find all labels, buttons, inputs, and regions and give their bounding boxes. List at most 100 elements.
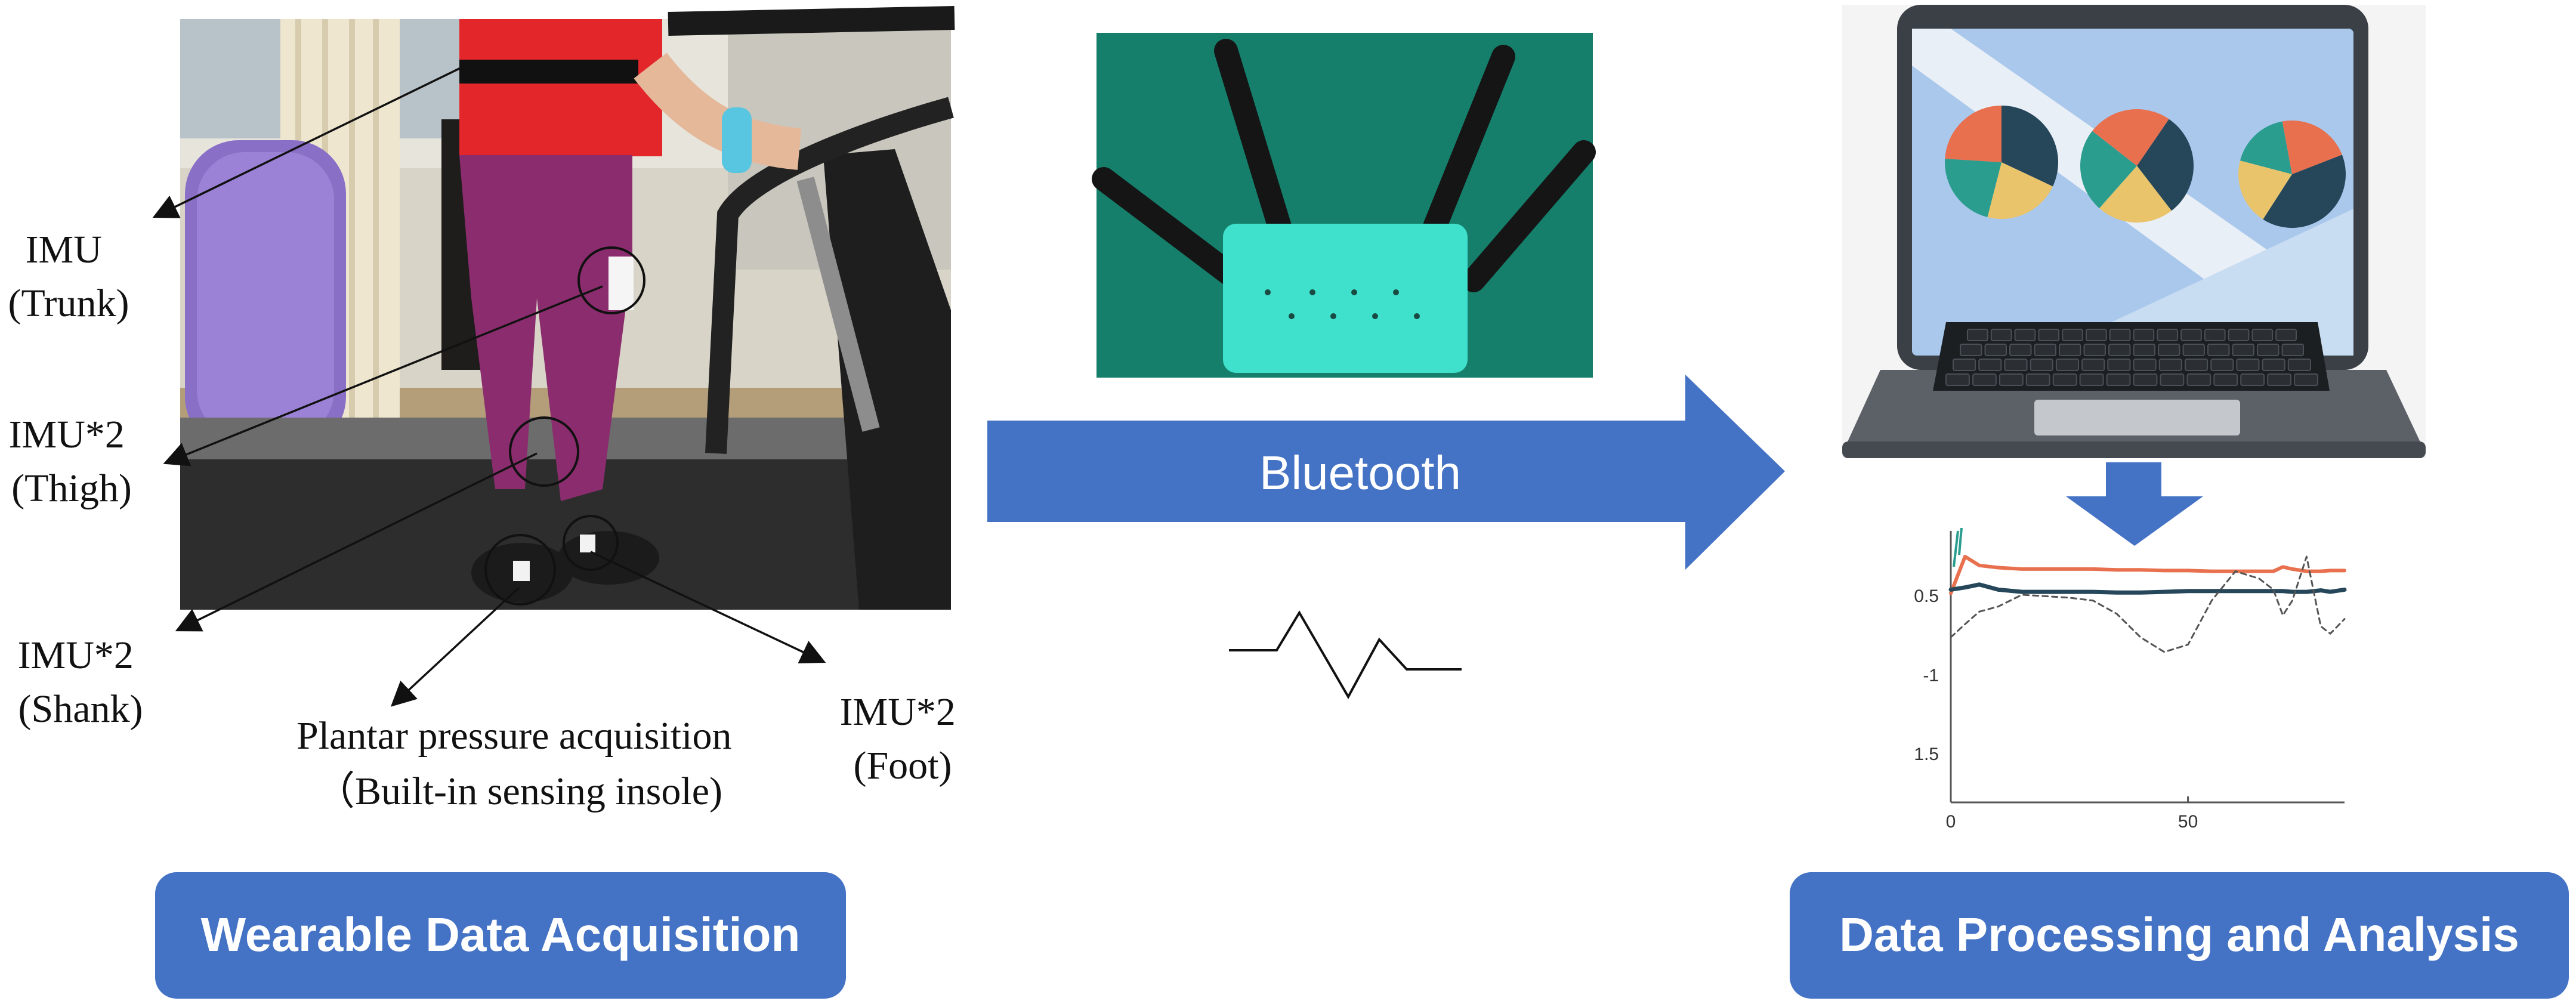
label-imu-thigh: IMU*2 (Thigh)	[9, 413, 135, 510]
pie-slice	[2263, 155, 2346, 228]
keyboard-key	[2062, 329, 2083, 341]
pie-slice	[1945, 106, 2002, 162]
pie-slice	[2238, 160, 2292, 220]
keyboard-key	[2133, 329, 2155, 341]
treadmill-photo	[180, 6, 955, 610]
keyboard-key	[2158, 344, 2180, 356]
keyboard-key	[2108, 344, 2131, 356]
keyboard-key	[1972, 373, 1997, 386]
pie-slice	[1945, 159, 2002, 218]
keyboard-key	[2210, 359, 2234, 371]
keyboard-key	[2184, 359, 2209, 371]
keyboard-key	[2158, 359, 2182, 371]
keyboard-key	[2025, 373, 2050, 386]
keyboard-key	[2213, 373, 2238, 386]
label-plantar-pressure: Plantar pressure acquisition （Built-in s…	[296, 714, 742, 813]
pie-slice	[1987, 162, 2053, 220]
keyboard-key	[1945, 373, 1970, 386]
section-title-right: Data Processing and Analysis	[1839, 908, 2519, 961]
keyboard-key	[2228, 329, 2250, 341]
keyboard-key	[2257, 344, 2280, 356]
chart-x-tick-label: 0	[1946, 812, 1956, 832]
label-imu-shank: IMU*2 (Shank)	[18, 634, 144, 731]
bluetooth-label: Bluetooth	[1259, 446, 1461, 499]
keyboard-key	[1978, 359, 2002, 371]
keyboard-key	[2160, 373, 2185, 386]
chart-y-tick-label: 0.5	[1914, 586, 1939, 606]
section-wearable-acquisition	[155, 872, 846, 999]
keyboard-key	[2262, 359, 2285, 371]
keyboard-key	[2232, 344, 2254, 356]
keyboard-key	[2180, 329, 2202, 341]
keyboard-key	[1999, 373, 2024, 386]
keyboard-key	[2240, 373, 2265, 386]
sensor-circle-shank	[509, 416, 579, 487]
keyboard-key	[2204, 329, 2226, 341]
keyboard-key	[2281, 344, 2304, 356]
keyboard-key	[2083, 344, 2106, 356]
pie-slice	[2080, 131, 2137, 209]
pie-slice	[2137, 119, 2194, 211]
keyboard-key	[2133, 359, 2157, 371]
keyboard-key	[2055, 359, 2080, 371]
keyboard-key	[2182, 344, 2205, 356]
keyboard-key	[2052, 373, 2077, 386]
keyboard-key	[2106, 373, 2131, 386]
receiver-device-photo	[1092, 33, 1596, 378]
sensor-circle-thigh	[577, 246, 645, 314]
section-processing-analysis	[1790, 872, 2569, 999]
pie-charts	[1945, 106, 2346, 228]
keyboard-key	[2133, 344, 2155, 356]
pie-slice	[2240, 121, 2292, 174]
chart-series-line-2	[1948, 582, 2347, 595]
keyboard-key	[2207, 344, 2230, 356]
keyboard-key	[2236, 359, 2260, 371]
keyboard-key	[2079, 373, 2104, 386]
keyboard-key	[2004, 359, 2028, 371]
keyboard-key	[1953, 359, 1976, 371]
chart-y-tick-label: -1	[1923, 666, 1939, 685]
label-imu-foot: IMU*2 (Foot)	[840, 690, 966, 787]
keyboard-key	[2287, 359, 2311, 371]
keyboard-key	[2009, 344, 2032, 356]
keyboard-key	[1967, 329, 1988, 341]
keyboard-key	[2107, 359, 2131, 371]
chart-series-spike	[1953, 527, 1963, 567]
laptop-illustration	[1842, 5, 2426, 458]
signal-line-chart: 0.5 -1 1.5 0 50	[1914, 527, 2347, 832]
sensor-circle-insole	[484, 534, 556, 606]
annotation-arrows	[152, 64, 826, 707]
keyboard-key	[1984, 344, 2007, 356]
keyboard-key	[2034, 344, 2056, 356]
keyboard-key	[1960, 344, 1982, 356]
bluetooth-arrow	[987, 375, 1785, 570]
sensor-circle-foot	[563, 515, 619, 571]
keyboard-key	[2085, 329, 2107, 341]
keyboard-key	[2294, 373, 2319, 386]
pie-slice	[2282, 120, 2342, 174]
keyboard-key	[2186, 373, 2211, 386]
keyboard-key	[2133, 373, 2158, 386]
keyboard-key	[2030, 359, 2053, 371]
signal-zigzag-icon	[1229, 610, 1462, 700]
chart-y-tick-label: 1.5	[1914, 745, 1939, 764]
keyboard-key	[2157, 329, 2179, 341]
keyboard-key	[2059, 344, 2081, 356]
keyboard-key	[2109, 329, 2131, 341]
chart-series-line-3	[1950, 555, 2346, 653]
section-title-left: Wearable Data Acquisition	[201, 908, 801, 961]
down-arrow	[2066, 462, 2203, 546]
chart-series-line-1	[1949, 555, 2346, 595]
keyboard-key	[2081, 359, 2105, 371]
pie-slice	[2092, 109, 2169, 166]
pie-slice	[2002, 106, 2058, 187]
keyboard-key	[2251, 329, 2274, 341]
keyboard-key	[2275, 329, 2297, 341]
pie-slice	[2099, 166, 2172, 223]
keyboard-key	[1990, 329, 2012, 341]
chart-x-tick-label: 50	[2178, 812, 2198, 832]
keyboard-key	[2038, 329, 2060, 341]
label-imu-trunk: IMU (Trunk)	[8, 228, 129, 325]
keyboard-key	[2267, 373, 2292, 386]
